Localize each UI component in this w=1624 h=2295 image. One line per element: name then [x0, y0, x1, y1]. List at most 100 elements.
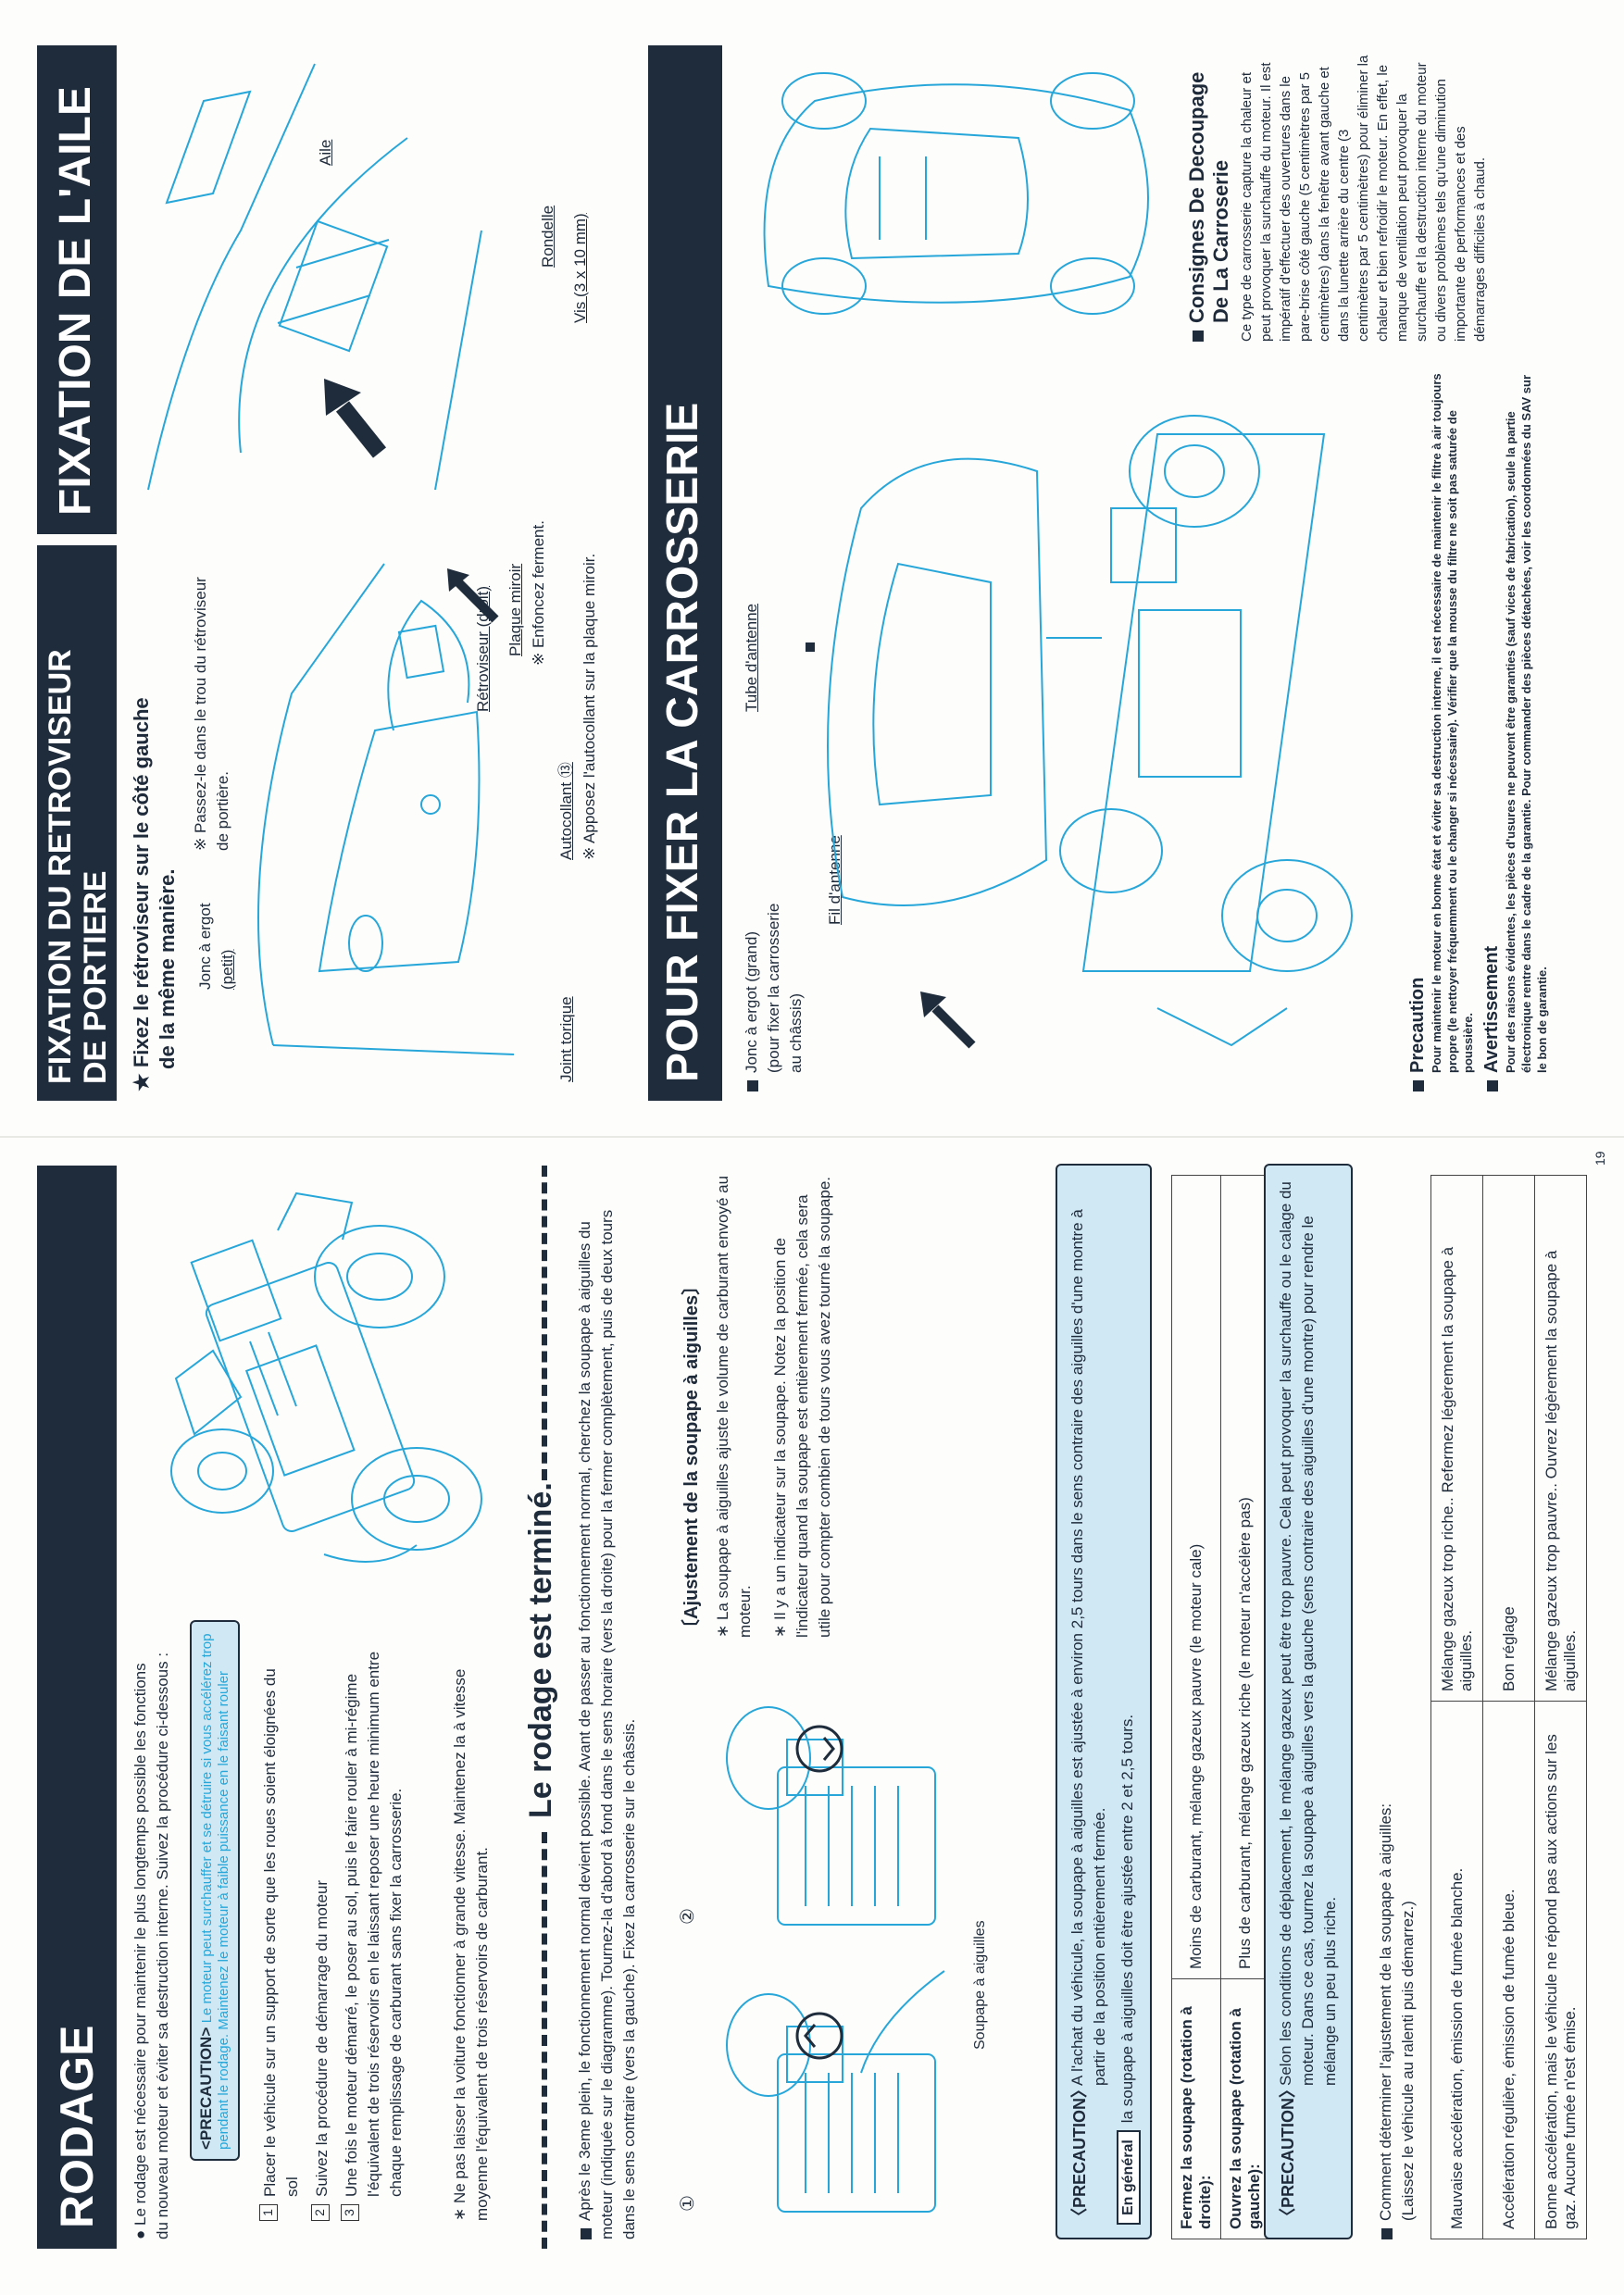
soupape-table: Fermez la soupape (rotation à droite): M…	[1171, 1175, 1270, 2239]
step-2: 2 Suivez la procédure de démarrage du mo…	[311, 1647, 333, 2221]
table-row: Bonne accélération, mais le véhicule ne …	[1534, 1175, 1587, 2239]
plaque-miroir-label: Plaque miroir	[506, 563, 524, 656]
precaution-box-1: 〈PRECAUTION〉 A l'achat du véhicule, la s…	[1056, 1164, 1152, 2239]
table2-cond-0: Mauvaise accélération, émission de fumée…	[1430, 1701, 1483, 2239]
appose-note: ※ Apposez l'autocollant sur la plaque mi…	[581, 553, 598, 860]
table-row: Accélération régulière, émission de fumé…	[1482, 1175, 1535, 2239]
engine-drawing-2	[726, 1706, 936, 1926]
table1-value-0: Moins de carburant, mélange gazeux pauvr…	[1171, 1175, 1221, 1979]
step-3-text: Une fois le moteur démarré, le poser au …	[343, 1651, 405, 2197]
rodage-steps: 1 Placer le véhicule sur un support de s…	[259, 1647, 407, 2221]
consignes-section: Consignes De Decoupage De La Carroserie …	[1185, 55, 1490, 342]
box1-label: 〈PRECAUTION〉	[1070, 2080, 1089, 2225]
jonc-grand-label: Jonc à ergot (grand)	[741, 879, 763, 1091]
carrosserie-title: POUR FIXER LA CARROSSERIE	[658, 402, 707, 1082]
termine-dashes-right	[542, 1166, 547, 1480]
mirror-drawing	[257, 563, 515, 1055]
step-3: 3 Une fois le moteur démarré, le poser a…	[341, 1647, 407, 2221]
rodage-title-bar: RODAGE	[37, 1166, 117, 2249]
table-row: Ouvrez la soupape (rotation à gauche): P…	[1220, 1175, 1270, 2239]
step-1: 1 Placer le véhicule sur un support de s…	[259, 1647, 304, 2221]
precaution-section: Precaution Pour maintenir le moteur en b…	[1407, 369, 1550, 1091]
retro-title-line2: DE PORTIERE	[78, 870, 113, 1084]
box2-label: 〈PRECAUTION〉	[1279, 2080, 1297, 2225]
figure-2-num: ②	[678, 1908, 698, 1925]
aile-label: Aile	[317, 139, 334, 166]
step-3-num: 3	[341, 2204, 359, 2221]
precaution-box-2: 〈PRECAUTION〉 Selon les conditions de dép…	[1264, 1164, 1353, 2239]
aile-title-bar: FIXATION DE L'AILE	[37, 45, 117, 534]
table2-cond-1: Accélération régulière, émission de fumé…	[1482, 1701, 1535, 2239]
body-chassis-drawing	[806, 415, 1353, 1049]
retro-title-line1: FIXATION DU RETROVISEUR	[43, 649, 78, 1084]
vis-label: Vis (3 x 10 mm)	[571, 213, 589, 323]
table1-label-0: Fermez la soupape (rotation à droite):	[1171, 1978, 1221, 2239]
engine-figure-1: ①	[676, 1952, 981, 2230]
engine-figure-2: ②	[676, 1665, 981, 1943]
avert-text: Pour des raisons évidentes, les pièces d…	[1504, 374, 1549, 1073]
termine-title: Le rodage est terminé.	[523, 1482, 558, 1818]
termine-dashes-left	[542, 1832, 547, 2249]
determine-table: Mauvaise accélération, émission de fumée…	[1430, 1175, 1587, 2239]
table2-result-1: Bon réglage	[1482, 1175, 1535, 1702]
joint-torique-label: Joint torique	[557, 996, 575, 1082]
rodage-title: RODAGE	[51, 2025, 103, 2228]
consignes-title-1: Consignes De Decoupage	[1185, 55, 1209, 342]
enfoncez-note: ※ Enfoncez ferment.	[530, 520, 547, 666]
determine-title: Comment déterminer l'ajustement de la so…	[1375, 1175, 1397, 2239]
avert-title: Avertissement	[1481, 369, 1503, 1091]
table-row: Mauvaise accélération, émission de fumée…	[1430, 1175, 1483, 2239]
table2-result-0: Mélange gazeux trop riche.. Refermez lég…	[1430, 1175, 1483, 1702]
car-body-drawing	[763, 72, 1149, 315]
consignes-text: Ce type de carrosserie capture la chaleu…	[1239, 55, 1488, 342]
precaution-title: Precaution	[1407, 369, 1429, 1091]
table2-cond-2: Bonne accélération, mais le véhicule ne …	[1534, 1701, 1587, 2239]
aile-title: FIXATION DE L'AILE	[51, 86, 100, 516]
rodage-precaution-label: <PRECAUTION>	[197, 2027, 215, 2150]
step-1-num: 1	[259, 2204, 278, 2221]
tube-antenne-label: Tube d'antenne	[743, 604, 760, 712]
box1-general-text: la soupape à aiguilles doit être ajustée…	[1118, 1714, 1136, 2124]
step-1-text: Placer le véhicule sur un support de sor…	[261, 1668, 301, 2197]
passez-note: ※ Passez-le dans le trou du rétroviseur …	[192, 577, 231, 851]
engine-drawing-1	[726, 1970, 945, 2213]
rodage-precaution-box: <PRECAUTION> Le moteur peut surchauffer …	[190, 1620, 240, 2161]
step-2-num: 2	[311, 2204, 330, 2221]
retro-subtitle-2: de la même manière.	[156, 868, 179, 1069]
table1-label-1: Ouvrez la soupape (rotation à gauche):	[1220, 1978, 1270, 2239]
wing-drawing	[147, 63, 482, 491]
ajustement-section: 〔Ajustement de la soupape à aiguilles〕 ∗…	[676, 1175, 836, 1638]
table1-value-1: Plus de carburant, mélange gazeux riche …	[1220, 1175, 1270, 1979]
rondelle-label: Rondelle	[539, 205, 556, 268]
retro-subtitle-1: ★ Fixez le rétroviseur sur le côté gauch…	[130, 697, 153, 1091]
carrosserie-page: FIXATION DU RETROVISEUR DE PORTIERE FIXA…	[37, 45, 1593, 1101]
fold-line	[0, 1136, 1624, 1138]
rodage-intro: ● Le rodage est nécessaire pour mainteni…	[131, 1652, 171, 2239]
table-row: Fermez la soupape (rotation à droite): M…	[1171, 1175, 1221, 2239]
termine-text: Après le 3eme plein, le fonctionnement n…	[576, 1209, 638, 2239]
jonc-grand-label-3: au châssis)	[787, 993, 805, 1073]
ajust-title: 〔Ajustement de la soupape à aiguilles〕	[681, 1276, 702, 1638]
determine-section: Comment déterminer l'ajustement de la so…	[1375, 1175, 1419, 2239]
box1-text: A l'achat du véhicule, la soupape à aigu…	[1068, 1209, 1108, 2086]
termine-header: Le rodage est terminé.	[523, 1166, 564, 2249]
ajust-note-1: ∗ La soupape à aiguilles ajuste le volum…	[714, 1175, 754, 1638]
chassis-drawing	[170, 1191, 482, 1563]
box1-general-label: En général	[1117, 2130, 1141, 2225]
rodage-page: RODAGE ● Le rodage est nécessaire pour m…	[37, 1151, 1607, 2249]
page-number: 19	[1593, 1151, 1607, 1166]
consignes-title-2: De La Carroserie	[1209, 159, 1232, 323]
figure-1-num: ①	[678, 2195, 698, 2212]
box2-text: Selon les conditions de déplacement, le …	[1277, 1181, 1339, 2086]
autocollant-label: Autocollant ⑬	[557, 762, 575, 860]
jonc-petit-label: Jonc à ergot	[196, 903, 214, 990]
jonc-grand-label-2: (pour fixer la carrosserie	[765, 903, 782, 1073]
step-2-text: Suivez la procédure de démarrage du mote…	[313, 1879, 331, 2197]
rodage-note: ∗ Ne pas laisser la voiture fonctionner …	[451, 1668, 491, 2221]
retro-title-bar: FIXATION DU RETROVISEUR DE PORTIERE	[37, 545, 117, 1101]
determine-sub: (Laissez le véhicule au ralenti puis dém…	[1399, 1901, 1417, 2221]
carrosserie-title-bar: POUR FIXER LA CARROSSERIE	[648, 45, 722, 1101]
ajust-note-2: ∗ Il y a un indicateur sur la soupape. N…	[771, 1176, 833, 1638]
